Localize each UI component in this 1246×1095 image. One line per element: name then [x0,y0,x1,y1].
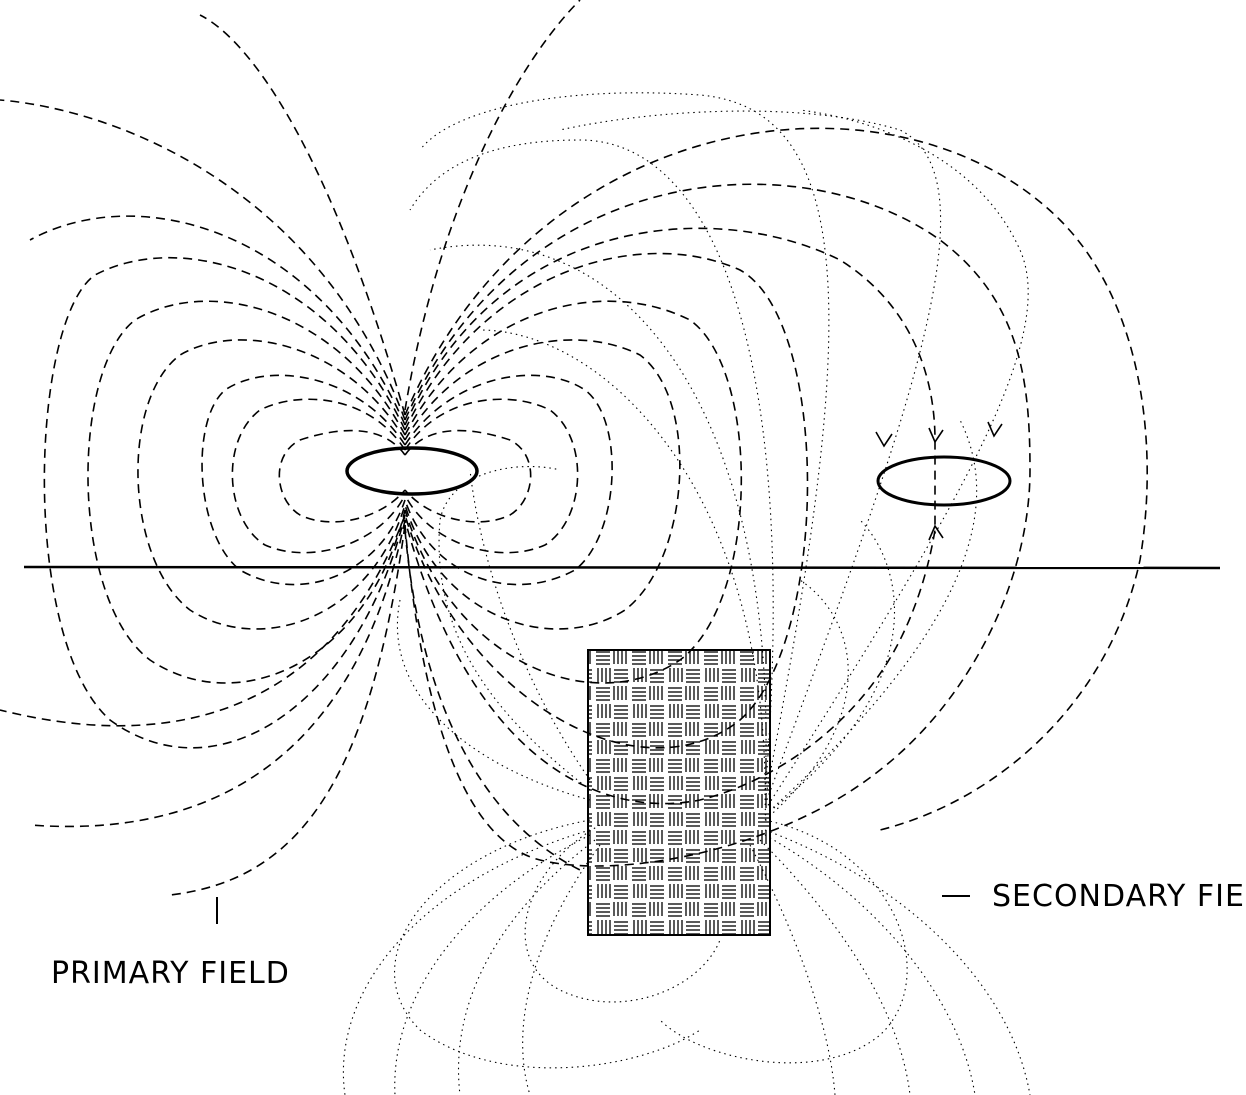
transmitter-coil [345,446,479,496]
buried-conductor [587,649,771,936]
field-direction-arrows [875,421,1003,541]
secondary-field-lines [342,92,1031,1095]
primary-field-label: PRIMARY FIELD [51,956,290,991]
receiver-coil [876,455,1012,507]
primary-field-lines [0,0,1148,896]
ground-surface-line [23,565,1221,570]
secondary-field-label: SECONDARY FIELD [992,879,1246,914]
